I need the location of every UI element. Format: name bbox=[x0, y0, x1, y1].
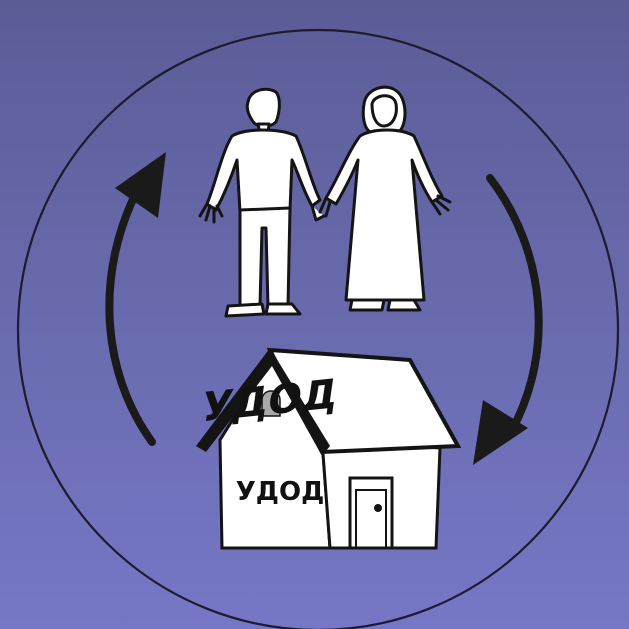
house-illustration: УДОД УДОД bbox=[196, 348, 458, 548]
wall-sign-text: УДОД bbox=[236, 477, 324, 507]
left-arrow-icon bbox=[109, 152, 166, 442]
right-arrow-icon bbox=[473, 178, 539, 465]
woman-figure bbox=[320, 87, 450, 310]
man-figure bbox=[200, 89, 324, 316]
house-door bbox=[350, 478, 392, 548]
couple-illustration bbox=[200, 87, 450, 316]
